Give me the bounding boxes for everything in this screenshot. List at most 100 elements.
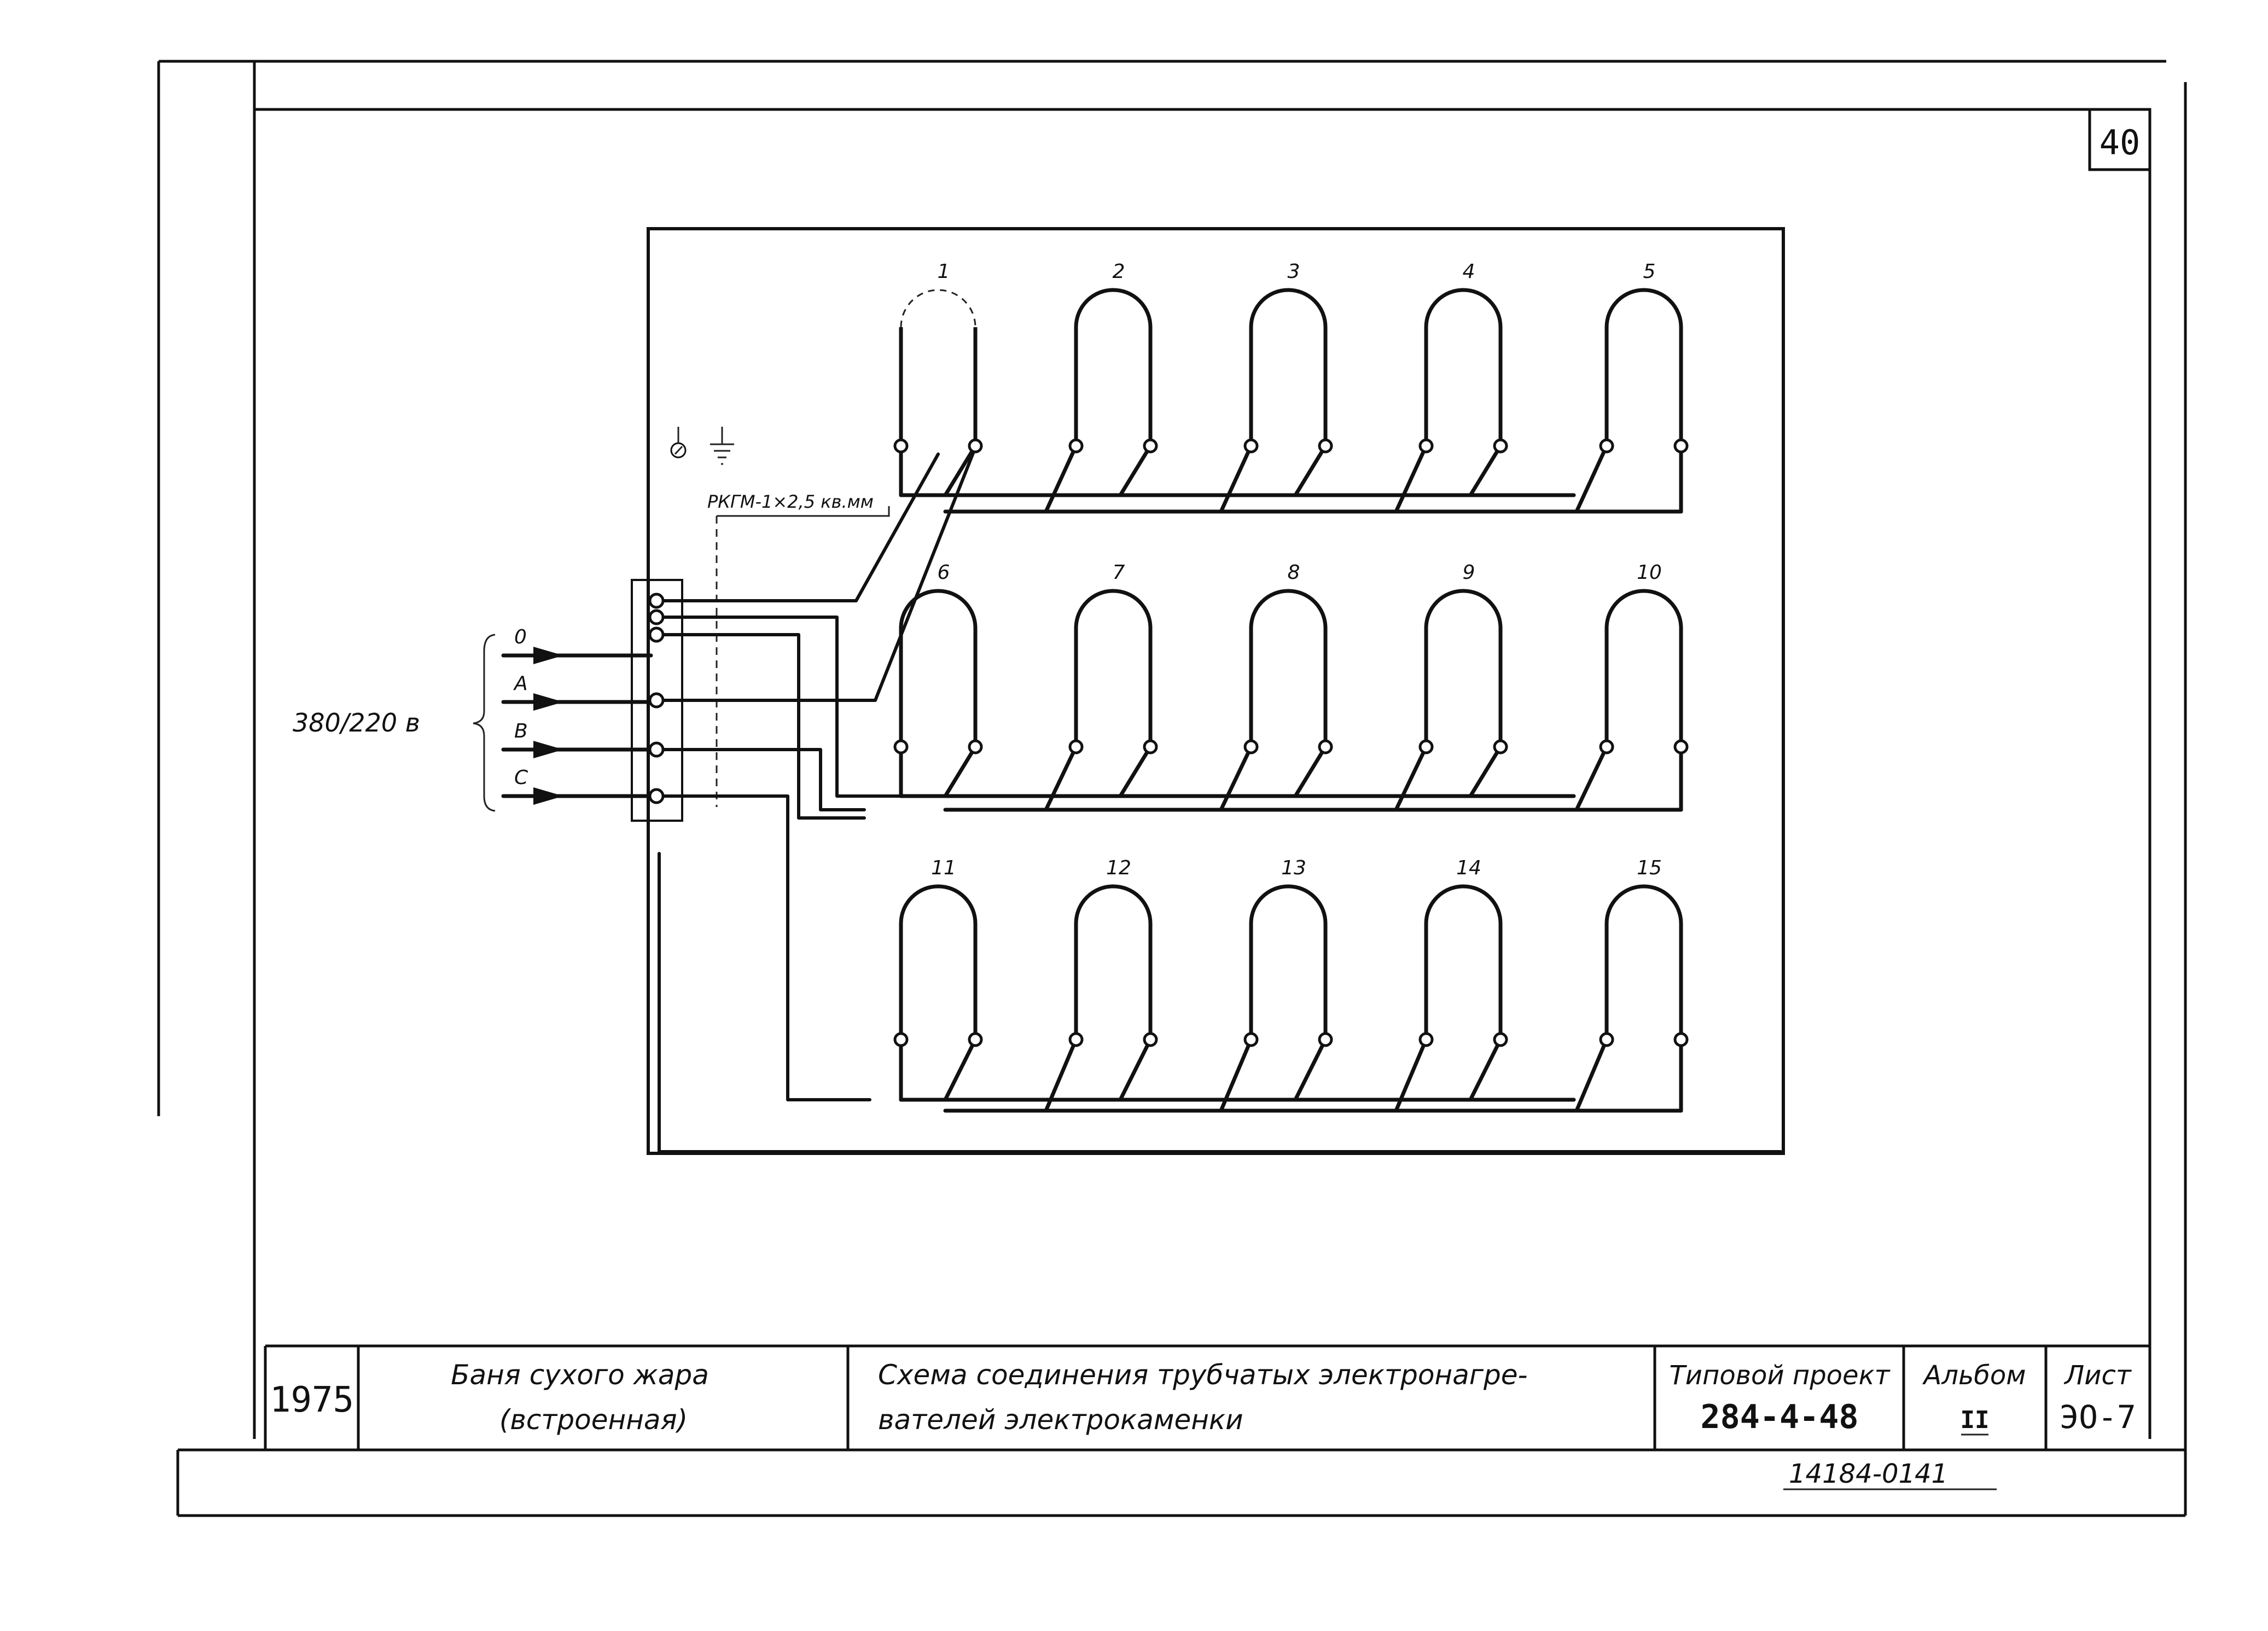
- heater-element: 13: [1243, 857, 1333, 1047]
- element-jumper: [1394, 745, 1428, 812]
- phase-label: B: [514, 720, 528, 742]
- element-terminal: [1243, 739, 1259, 754]
- title-block: [264, 1344, 2150, 1450]
- heater-element: 15: [1599, 857, 1689, 1047]
- element-jumper: [1293, 745, 1328, 798]
- heater-element-tube: [1604, 288, 1683, 448]
- heater-element-tube: [1074, 589, 1153, 749]
- element-terminal: [1068, 438, 1084, 454]
- element-terminal: [968, 739, 983, 754]
- project-label: Типовой проект: [1669, 1360, 1891, 1391]
- element-terminal: [893, 438, 909, 454]
- element-terminal: [1318, 438, 1333, 454]
- phase-label: C: [514, 767, 528, 789]
- element-terminal: [1143, 739, 1158, 754]
- heater-element-number: 8: [1288, 561, 1300, 584]
- project-number: 284-4-48: [1701, 1398, 1859, 1436]
- terminal-contact: [648, 593, 665, 609]
- heater-element-tube: [1604, 884, 1683, 1042]
- year: 1975: [270, 1380, 354, 1420]
- heater-element-arc-dashed: [900, 289, 976, 328]
- heater-element: 5: [1599, 260, 1689, 454]
- element-terminal: [1068, 1032, 1084, 1047]
- feed-wire: [655, 616, 903, 798]
- heater-element-number: 11: [931, 857, 956, 879]
- heater-element-number: 12: [1106, 857, 1131, 879]
- feed-wire: [658, 852, 1782, 1153]
- sheet-number: ЭО-7: [2060, 1398, 2136, 1436]
- element-terminal: [1143, 438, 1158, 454]
- element-terminal: [1318, 739, 1333, 754]
- heater-element-number: 14: [1456, 857, 1481, 879]
- element-jumper: [1219, 444, 1253, 514]
- supply-voltage: 380/220 в: [293, 708, 420, 738]
- element-jumper: [1468, 1037, 1503, 1102]
- terminal-contact: [648, 741, 665, 758]
- terminal-contact: [648, 692, 665, 709]
- drawing-title-line2: вателей электрокаменки: [878, 1404, 1243, 1436]
- heater-element: 8: [1243, 561, 1333, 754]
- element-jumper: [943, 444, 978, 497]
- archive-sheet: 41: [1915, 1459, 1948, 1489]
- heater-element-tube: [1074, 884, 1153, 1042]
- corner-sheet-number: 40: [2100, 123, 2141, 162]
- element-jumper: [1574, 444, 1609, 514]
- element-terminal: [1418, 739, 1434, 754]
- feed-wire: [655, 452, 940, 602]
- heater-element-tube: [1424, 589, 1503, 749]
- heater-element-tube: [1604, 589, 1683, 749]
- heater-element-tube: [1424, 884, 1503, 1042]
- element-jumper: [1118, 444, 1153, 497]
- heater-element: 11: [893, 857, 983, 1047]
- heater-element-number: 1: [938, 260, 950, 283]
- element-terminal: [1493, 1032, 1508, 1047]
- heater-element-tube: [1249, 288, 1328, 448]
- feed-wire: [655, 794, 871, 1101]
- element-jumper: [1118, 745, 1153, 798]
- element-terminal: [893, 739, 909, 754]
- element-jumper: [1394, 444, 1428, 514]
- heater-element: 7: [1068, 561, 1158, 754]
- cable-leader-line: [717, 506, 890, 517]
- heater-element-number: 5: [1643, 260, 1656, 283]
- heater-element: 2: [1068, 260, 1158, 454]
- object-name-line2: (встроенная): [499, 1404, 688, 1436]
- heater-element-tube: [1424, 288, 1503, 448]
- feed-wire: [655, 446, 977, 702]
- element-terminal: [1243, 1032, 1259, 1047]
- heater-element: 1: [893, 260, 983, 454]
- phase-arrow: [533, 693, 563, 711]
- heater-element-tube: [899, 589, 978, 749]
- element-jumper: [943, 1037, 978, 1102]
- heater-element-number: 2: [1113, 260, 1125, 283]
- object-name-line1: Баня сухого жара: [451, 1359, 709, 1391]
- heater-element-tube: [1249, 589, 1328, 749]
- phase-arrow: [533, 787, 563, 805]
- heater-element: 14: [1418, 857, 1508, 1047]
- element-jumper: [1468, 444, 1503, 497]
- phase-label: 0: [514, 626, 527, 648]
- heater-element: 4: [1418, 260, 1508, 454]
- album-number: II: [1961, 1406, 1990, 1434]
- element-terminal: [1599, 739, 1614, 754]
- element-jumper: [1219, 745, 1253, 812]
- album-label: Альбом: [1922, 1360, 2026, 1391]
- heater-element-tube: [1249, 884, 1328, 1042]
- element-jumper: [1293, 1037, 1328, 1102]
- heater-element: 3: [1243, 260, 1333, 454]
- heater-element: 6: [893, 561, 983, 754]
- sheet-label: Лист: [2063, 1360, 2132, 1391]
- heater-element-number: 4: [1463, 260, 1475, 283]
- feed-wire: [655, 748, 866, 811]
- element-terminal: [893, 1032, 909, 1047]
- element-jumper: [1293, 444, 1328, 497]
- element-jumper: [1468, 745, 1503, 798]
- heater-element-number: 9: [1463, 561, 1475, 584]
- heater-element: 10: [1599, 561, 1689, 754]
- element-terminal: [1493, 438, 1508, 454]
- heater-element-number: 15: [1637, 857, 1662, 879]
- terminal-contact: [648, 609, 665, 625]
